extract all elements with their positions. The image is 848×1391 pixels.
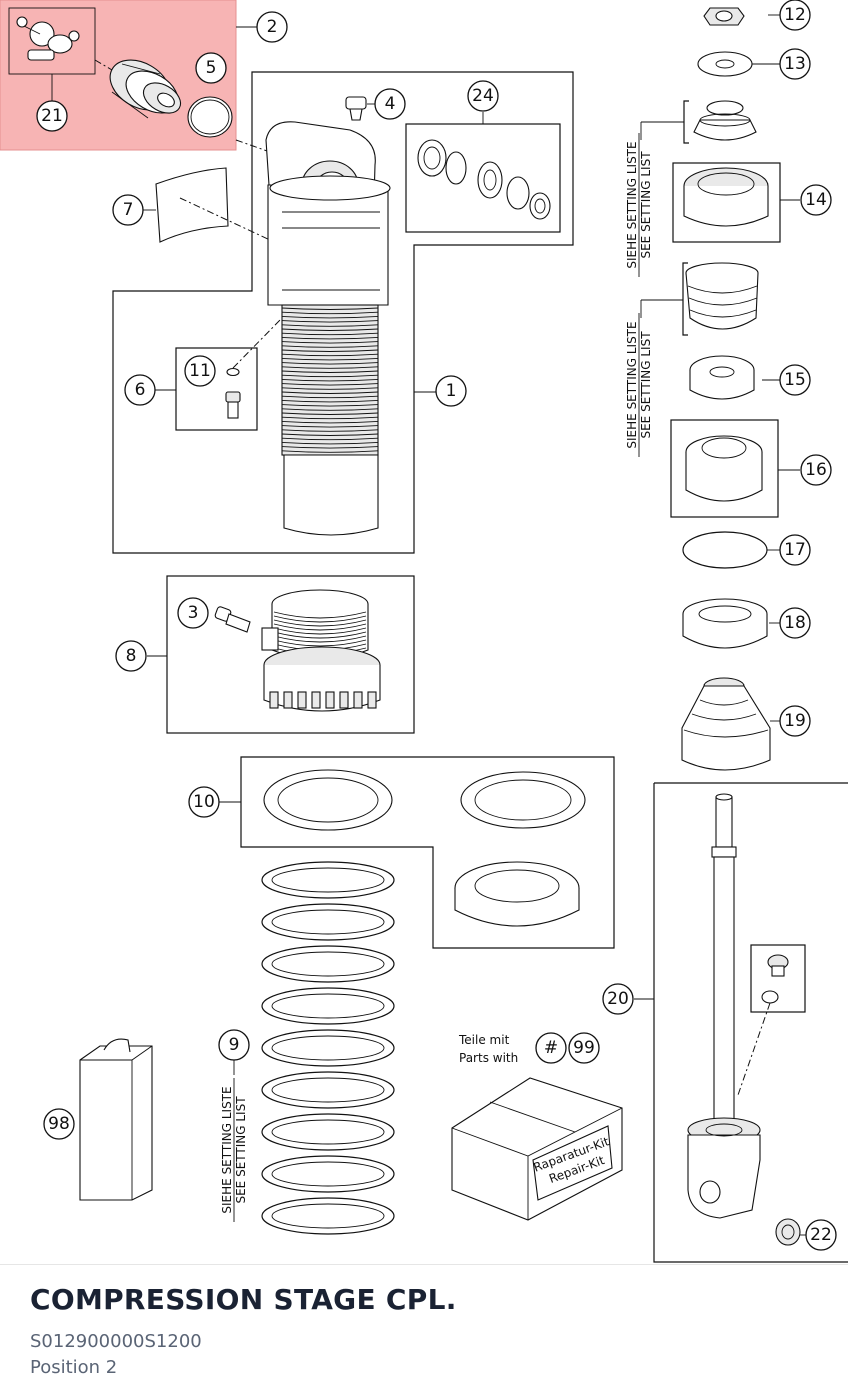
part-compression-stage[interactable] <box>8 7 233 138</box>
part-8-preload-adjuster[interactable] <box>261 589 381 712</box>
svg-text:12: 12 <box>784 5 806 25</box>
callout-hash: # <box>535 1032 567 1064</box>
callout-24[interactable]: 24 <box>467 80 499 112</box>
part-18-retainer[interactable] <box>682 598 768 649</box>
part-19-bumper[interactable] <box>681 677 771 771</box>
callout-11[interactable]: 11 <box>184 355 216 387</box>
callout-22[interactable]: 22 <box>805 1219 837 1251</box>
callout-13[interactable]: 13 <box>779 48 811 80</box>
part-20-shaft-eye[interactable] <box>687 793 761 1219</box>
callout-2[interactable]: 2 <box>256 11 288 43</box>
svg-text:2: 2 <box>267 17 278 37</box>
svg-text:22: 22 <box>810 1225 832 1245</box>
svg-text:19: 19 <box>784 711 806 731</box>
part-10-spring-seats[interactable] <box>263 769 586 927</box>
svg-text:SIEHE SETTING LISTE: SIEHE SETTING LISTE <box>625 141 639 268</box>
svg-text:11: 11 <box>189 361 211 381</box>
callout-18[interactable]: 18 <box>779 607 811 639</box>
part-24-seal-kit[interactable] <box>417 139 551 220</box>
svg-text:SIEHE SETTING LISTE: SIEHE SETTING LISTE <box>220 1086 234 1213</box>
callout-12[interactable]: 12 <box>779 0 811 31</box>
svg-text:14: 14 <box>805 190 827 210</box>
callout-99[interactable]: 99 <box>568 1032 600 1064</box>
svg-text:5: 5 <box>206 58 217 78</box>
callout-21[interactable]: 21 <box>36 100 68 132</box>
svg-text:16: 16 <box>805 460 827 480</box>
svg-text:8: 8 <box>126 646 137 666</box>
part-14-piston[interactable] <box>683 167 769 227</box>
callout-8[interactable]: 8 <box>115 640 147 672</box>
callout-14[interactable]: 14 <box>800 184 832 216</box>
callout-17[interactable]: 17 <box>779 534 811 566</box>
part-shock-body[interactable] <box>265 121 391 536</box>
svg-text:10: 10 <box>193 792 215 812</box>
part-shim-stack-upper[interactable] <box>693 100 757 141</box>
part-7-guard[interactable] <box>155 167 229 243</box>
svg-text:18: 18 <box>784 613 806 633</box>
svg-text:17: 17 <box>784 540 806 560</box>
part-4-plug[interactable] <box>345 96 367 121</box>
svg-text:7: 7 <box>123 200 134 220</box>
callout-1[interactable]: 1 <box>435 375 467 407</box>
part-info-footer: COMPRESSION STAGE CPL. S012900000S1200 P… <box>0 1264 848 1391</box>
svg-text:15: 15 <box>784 370 806 390</box>
callout-98[interactable]: 98 <box>43 1108 75 1140</box>
setting-list-label-spring: SIEHE SETTING LISTE SEE SETTING LIST <box>220 1078 248 1222</box>
svg-text:6: 6 <box>135 380 146 400</box>
callout-4[interactable]: 4 <box>374 88 406 120</box>
part-16-base-valve[interactable] <box>685 435 763 502</box>
svg-text:SEE SETTING LIST: SEE SETTING LIST <box>234 1096 248 1204</box>
part-20-valve-detail[interactable] <box>761 954 789 1004</box>
part-99-repair-kit[interactable] <box>451 1077 623 1221</box>
page-title: COMPRESSION STAGE CPL. <box>30 1283 457 1316</box>
part-98-oil-can[interactable] <box>79 1038 153 1201</box>
svg-text:SEE SETTING LIST: SEE SETTING LIST <box>639 151 653 259</box>
callout-20[interactable]: 20 <box>602 983 634 1015</box>
svg-text:4: 4 <box>385 94 396 114</box>
position-label: Position 2 <box>30 1357 118 1378</box>
part-15-spacer[interactable] <box>689 355 755 400</box>
parts-with-label-de: Teile mit <box>458 1033 510 1047</box>
part-shim-stack-lower[interactable] <box>685 262 759 330</box>
svg-text:99: 99 <box>573 1038 595 1058</box>
part-13-washer[interactable] <box>697 51 753 77</box>
callout-3[interactable]: 3 <box>177 597 209 629</box>
callout-7[interactable]: 7 <box>112 194 144 226</box>
callout-5[interactable]: 5 <box>195 52 227 84</box>
svg-text:9: 9 <box>229 1035 240 1055</box>
svg-text:SEE SETTING LIST: SEE SETTING LIST <box>639 331 653 439</box>
callout-15[interactable]: 15 <box>779 364 811 396</box>
parts-with-label-en: Parts with <box>459 1051 518 1065</box>
callout-10[interactable]: 10 <box>188 786 220 818</box>
svg-text:13: 13 <box>784 54 806 74</box>
callout-9[interactable]: 9 <box>218 1029 250 1061</box>
part-3-bolt[interactable] <box>214 606 251 633</box>
part-22-bushing[interactable] <box>775 1218 801 1246</box>
part-17-circlip[interactable] <box>682 531 768 569</box>
callout-16[interactable]: 16 <box>800 454 832 486</box>
callout-6[interactable]: 6 <box>124 374 156 406</box>
svg-text:24: 24 <box>472 86 494 106</box>
svg-text:21: 21 <box>41 106 63 126</box>
part-number: S012900000S1200 <box>30 1331 202 1352</box>
callout-19[interactable]: 19 <box>779 705 811 737</box>
part-9-spring[interactable] <box>261 861 395 1235</box>
svg-text:1: 1 <box>446 381 457 401</box>
setting-list-label-upper: SIEHE SETTING LISTE SEE SETTING LIST <box>625 133 653 277</box>
svg-text:20: 20 <box>607 989 629 1009</box>
part-12-nut[interactable] <box>703 7 745 26</box>
svg-text:98: 98 <box>48 1114 70 1134</box>
svg-text:SIEHE SETTING LISTE: SIEHE SETTING LISTE <box>625 321 639 448</box>
setting-list-label-lower: SIEHE SETTING LISTE SEE SETTING LIST <box>625 313 653 457</box>
svg-text:#: # <box>544 1038 558 1058</box>
part-6-valve[interactable] <box>225 367 241 419</box>
svg-text:3: 3 <box>188 603 199 623</box>
exploded-parts-diagram: 1 2 3 4 5 6 7 8 9 10 11 12 13 14 15 16 1… <box>0 0 848 1263</box>
